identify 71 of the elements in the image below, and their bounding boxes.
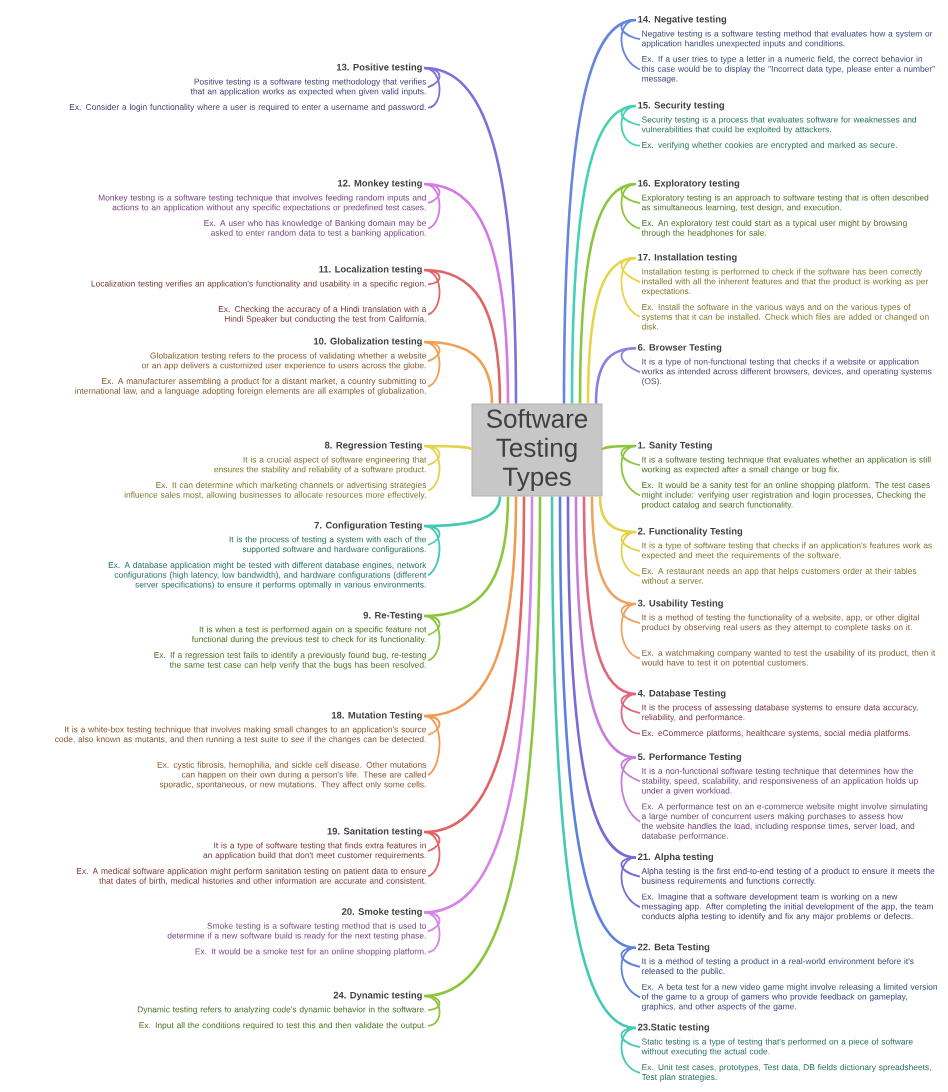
- branch-line: [423, 715, 441, 736]
- branch-line: [423, 67, 441, 89]
- branch-line: [424, 444, 473, 451]
- branch-line: [620, 19, 641, 41]
- branch-line: [423, 496, 510, 618]
- branch-line: [423, 182, 510, 404]
- branch-line: [620, 257, 641, 283]
- branch-line: [620, 183, 641, 230]
- branch-line: [620, 603, 641, 660]
- branch-line: [594, 346, 637, 404]
- branch-line: [423, 269, 441, 286]
- branch-line: [620, 19, 641, 71]
- branch-line: [620, 183, 641, 205]
- branch-line: [620, 946, 641, 999]
- branch-line: [578, 182, 637, 404]
- branch-line: [620, 257, 641, 318]
- branch-line: [620, 1027, 641, 1049]
- branch-line: [620, 445, 641, 497]
- branch-line: [620, 693, 641, 714]
- branch-line: [620, 856, 641, 878]
- branch-line: [620, 603, 641, 624]
- branch-line: [620, 105, 641, 147]
- branch-line: [423, 496, 534, 914]
- branch-line: [598, 496, 637, 534]
- branch-line: [620, 445, 641, 467]
- branch-line: [423, 525, 441, 577]
- branch-line: [423, 496, 518, 718]
- branch-line: [562, 18, 637, 404]
- branch-line: [423, 496, 542, 998]
- branch-line: [423, 615, 441, 636]
- branch-line: [620, 693, 641, 735]
- branch-line: [423, 66, 518, 404]
- branch-line: [558, 496, 637, 950]
- branch-line: [423, 911, 441, 933]
- branch-line: [590, 496, 637, 606]
- branch-line: [423, 831, 441, 878]
- branch-line: [423, 995, 441, 1011]
- branch-line: [423, 269, 441, 316]
- branch-line: [423, 67, 441, 109]
- branch-line: [424, 496, 502, 528]
- branch-line: [423, 183, 441, 205]
- branch-line: [423, 995, 441, 1027]
- branch-line: [620, 946, 641, 968]
- branch-line: [423, 445, 441, 467]
- branch-line: [566, 496, 637, 859]
- branch-line: [582, 496, 637, 696]
- branch-line: [574, 496, 637, 759]
- branch-line: [423, 341, 441, 363]
- branch-line: [586, 256, 637, 404]
- branch-line: [423, 615, 441, 662]
- branch-line: [620, 531, 641, 577]
- branch-line: [423, 496, 526, 834]
- branch-line: [423, 911, 441, 953]
- branch-line: [423, 831, 441, 852]
- central-topic-box: Software Testing Types: [471, 403, 603, 497]
- branch-line: [620, 1027, 641, 1074]
- branch-line: [423, 183, 441, 230]
- branch-line: [550, 496, 637, 1030]
- branch-line: [423, 525, 441, 546]
- branch-line: [620, 531, 641, 552]
- branch-line: [423, 341, 441, 388]
- branch-line: [620, 856, 641, 908]
- branch-line: [423, 445, 441, 492]
- branch-line: [570, 104, 637, 404]
- branch-line: [620, 347, 641, 373]
- branch-line: [620, 756, 641, 823]
- branch-line: [620, 105, 641, 127]
- branch-line: [423, 715, 441, 777]
- branch-line: [601, 444, 636, 451]
- branch-line: [620, 756, 641, 783]
- branch-line: [423, 340, 494, 404]
